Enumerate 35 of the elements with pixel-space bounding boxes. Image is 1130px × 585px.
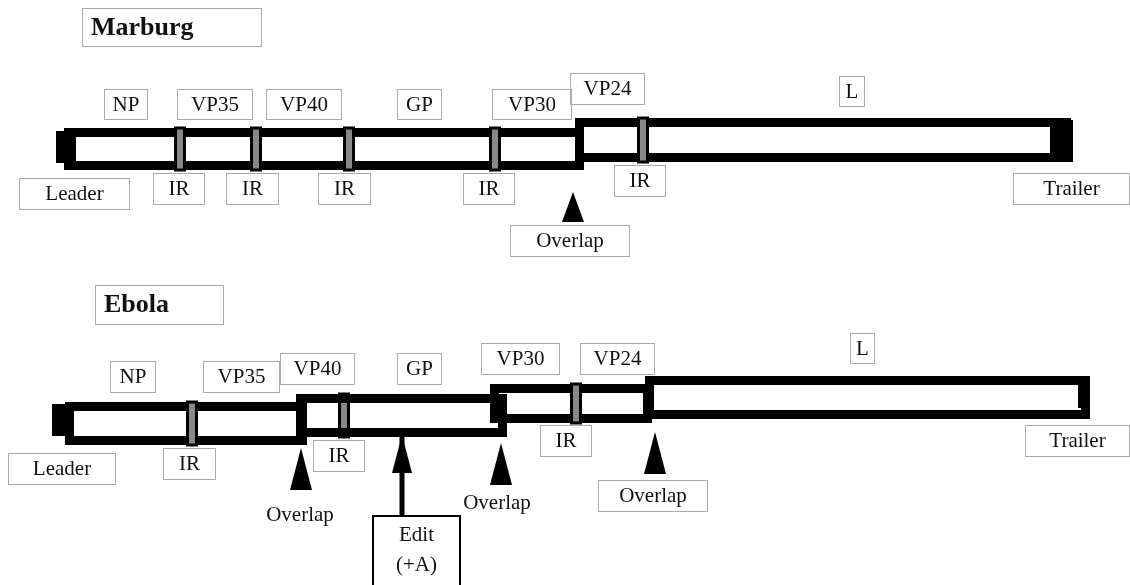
gene-label: IR [313, 440, 365, 472]
gene-label: IR [163, 448, 216, 480]
edit-box: Edit (+A) [372, 515, 461, 585]
gene-label: VP30 [481, 343, 560, 375]
gene-label: IR [463, 173, 515, 205]
genome-segment [296, 394, 507, 437]
virus-heading: Ebola [95, 285, 224, 325]
gene-label: IR [614, 165, 666, 197]
gene-label: NP [104, 89, 148, 120]
gene-label: Overlap [510, 225, 630, 257]
gene-label: GP [397, 89, 442, 120]
gene-label: NP [110, 361, 156, 393]
gene-label: Overlap [462, 489, 532, 516]
gene-label: VP35 [177, 89, 253, 120]
gene-label: Trailer [1013, 173, 1130, 205]
gene-label: IR [153, 173, 205, 205]
gene-label: VP24 [570, 73, 645, 105]
arrow [392, 435, 412, 515]
gene-label: VP40 [280, 353, 355, 385]
gene-label: VP35 [203, 361, 280, 393]
gene-label: Leader [8, 453, 116, 485]
gene-label: IR [226, 173, 279, 205]
virus-heading: Marburg [82, 8, 262, 47]
gene-label: Leader [19, 178, 130, 210]
gene-label: VP24 [580, 343, 655, 375]
gene-label: GP [397, 353, 442, 385]
gene-label: VP30 [492, 89, 572, 120]
gene-label: IR [318, 173, 371, 205]
gene-label: L [850, 333, 875, 364]
gene-label: L [839, 76, 865, 107]
gene-label: Overlap [265, 501, 335, 528]
gene-label: Trailer [1025, 425, 1130, 457]
gene-label: VP40 [266, 89, 342, 120]
gene-label: Overlap [598, 480, 708, 512]
gene-label: IR [540, 425, 592, 457]
